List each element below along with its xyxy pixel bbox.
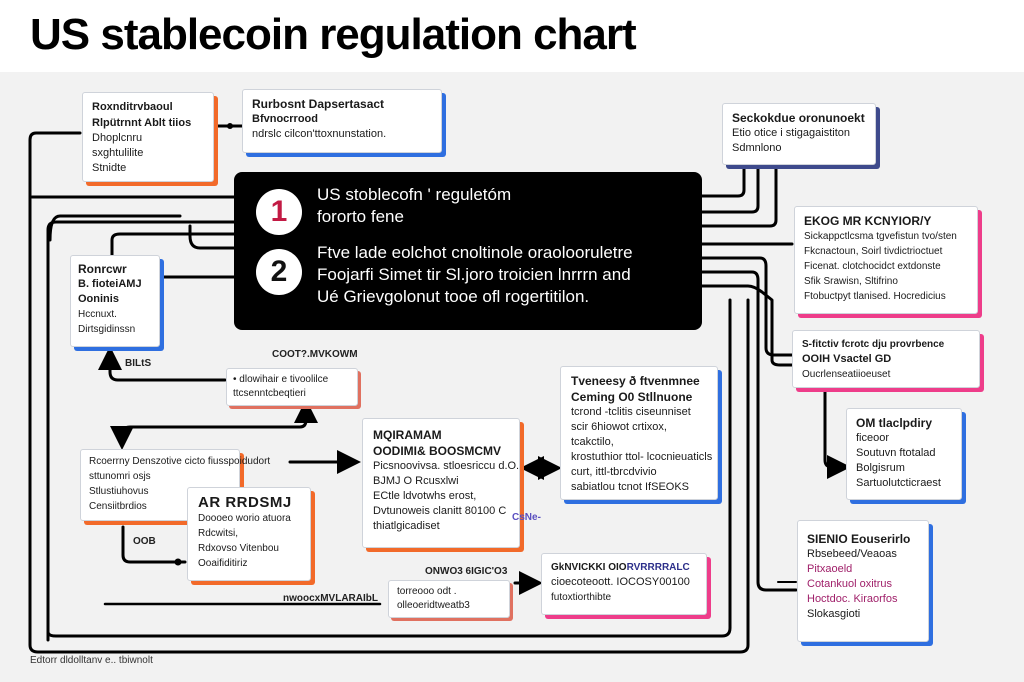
box-top-left: Roxnditrvbaoul Rlpütrnnt Ablt tiios Dhop…: [82, 92, 214, 182]
box-left-mid: Ronrcwr B. fioteiAMJ Ooninis Hccnuxt. Di…: [70, 255, 160, 347]
inner-loop-bottom-wire: [46, 298, 732, 638]
label-onwo: ONWO3 6IGIC'O3: [425, 566, 508, 577]
left-bridge-a: [110, 232, 236, 257]
box-bottom-pink: GkNVICKKI OIORVRRRRALC cioecoteoott. IOC…: [541, 553, 707, 615]
step-badge-1: 1: [256, 189, 302, 235]
wire-right-4: [700, 284, 794, 367]
left-loop-a: [48, 214, 182, 242]
box-right-2: S-fitctiv fcrotc dju provrbence OOIH Vsa…: [792, 330, 980, 388]
step-badge-2: 2: [256, 249, 302, 295]
wire-top-right-2: [700, 165, 760, 214]
box-top-right: Seckokdue oronunoekt Etio otice i stigag…: [722, 103, 876, 165]
wire-right-2-to-3: [823, 390, 851, 479]
wire-oob: [121, 525, 187, 564]
left-bridge-b: [188, 224, 236, 250]
box-ar: AR RRDSMJ Doooeo worio atuora Rdcwitsi, …: [187, 487, 311, 581]
box-right-3: OM tlaclpdiry ficeoor Soutuvn ftotalad B…: [846, 408, 962, 500]
box-top-mid: Rurbosnt Dapsertasact Bfvnocrrood ndrslc…: [242, 89, 442, 153]
box-right-center: Tveneesy ð ftvenmnee Ceming O0 Stllnuone…: [560, 366, 718, 500]
box-right-1: EKOG MR KCNYIOR/Y Sickappctlcsma tgvefis…: [794, 206, 978, 314]
wire-top-right-3: [700, 165, 778, 228]
wire-midsmall-to-leftmid: [98, 346, 227, 382]
outer-loop-wire: [28, 131, 750, 654]
central-summary-panel: 1 2 US stoblecofn ' reguletóm fororto fe…: [234, 172, 702, 330]
page-title: US stablecoin regulation chart: [30, 10, 637, 59]
label-nwoc: nwoocxMVLARAIbL: [283, 593, 378, 604]
bottom-pink-line1a: GkNVICKKI OIO: [551, 562, 627, 573]
bottom-pink-line1b: RVRRRRALC: [626, 562, 690, 573]
wire-top-right-1: [700, 165, 746, 198]
box-bottom-small: torreooo odt . olleoeridtweatb3: [388, 580, 510, 618]
box-right-4: SIENIO Eouserirlo Rbsebeed/Veaoas Pitxao…: [797, 520, 929, 642]
title-bar: US stablecoin regulation chart: [0, 0, 1024, 72]
wire-to-leftlower-down: [110, 425, 190, 450]
central-heading: US stoblecofn ' reguletóm fororto fene: [317, 185, 512, 226]
box-center-lower: MQIRAMAM OODIMI& BOOSMCMV Picsnoovivsa. …: [362, 418, 520, 548]
wire-to-leftlower: [186, 399, 318, 429]
box-mid-small: • dlowihair e tivoolilce ttcsenntcbeqtie…: [226, 368, 358, 406]
central-body: Ftve lade eolchot cnoltinole oraoloorule…: [317, 243, 633, 306]
label-oob: OOB: [133, 536, 156, 547]
label-coot: COOT?.MVKOWM: [272, 349, 358, 360]
wire-right-3: [700, 270, 798, 592]
label-scribble: CsNe-: [512, 512, 541, 523]
label-blts: BILtS: [125, 358, 152, 369]
inner-loop-wire: [46, 220, 236, 642]
footer-note: Edtorr dldolltanv e.. tbiwnolt: [30, 655, 153, 666]
